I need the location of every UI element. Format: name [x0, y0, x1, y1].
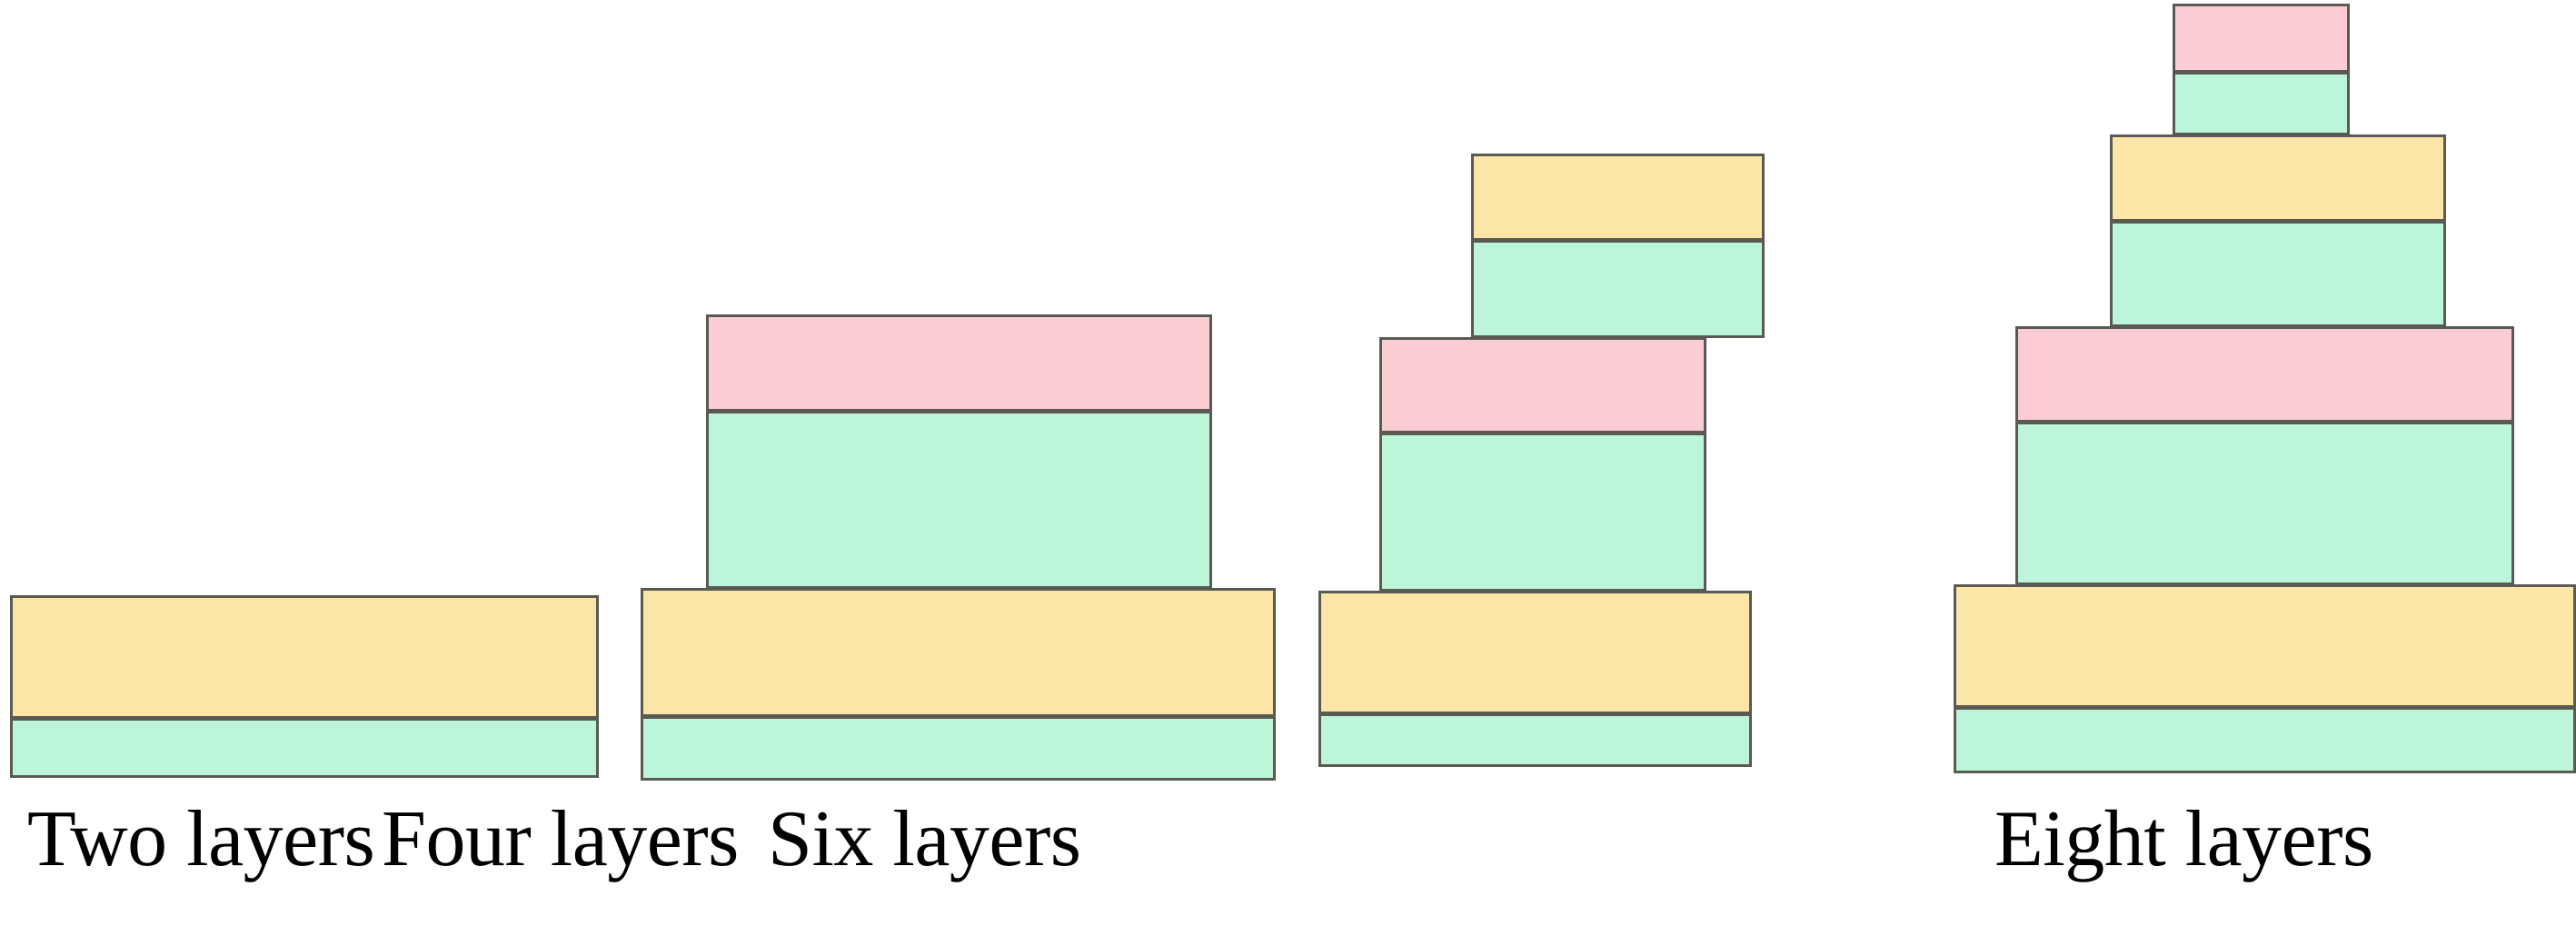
stack-layer-pink	[706, 314, 1212, 412]
stack-layer-pink	[1379, 337, 1706, 433]
stack-layer-yellow	[1954, 584, 2576, 708]
stack-caption: Two layers	[27, 795, 375, 883]
stack-layer-green	[706, 411, 1212, 589]
stack-layer-green	[1954, 707, 2576, 773]
stack-caption: Six layers	[768, 795, 1081, 883]
stack-layer-green	[2015, 422, 2514, 585]
stack-layer-green	[641, 716, 1276, 781]
stack-caption: Four layers	[382, 795, 739, 883]
stack-layer-pink	[2015, 326, 2514, 423]
stack-layer-green	[10, 718, 599, 778]
stack-caption: Eight layers	[1994, 795, 2373, 883]
stack-layer-green	[2110, 221, 2446, 327]
stack-layer-green	[1471, 240, 1765, 338]
stack-layer-yellow	[2110, 134, 2446, 222]
stack-layer-green	[2173, 72, 2350, 135]
stack-layer-green	[1379, 433, 1706, 592]
stack-layer-yellow	[641, 588, 1276, 717]
stack-layer-yellow	[10, 595, 599, 719]
stack-layer-pink	[2173, 4, 2350, 73]
stack-layer-yellow	[1471, 154, 1765, 241]
stack-layer-green	[1318, 713, 1752, 767]
stack-layer-yellow	[1318, 591, 1752, 714]
